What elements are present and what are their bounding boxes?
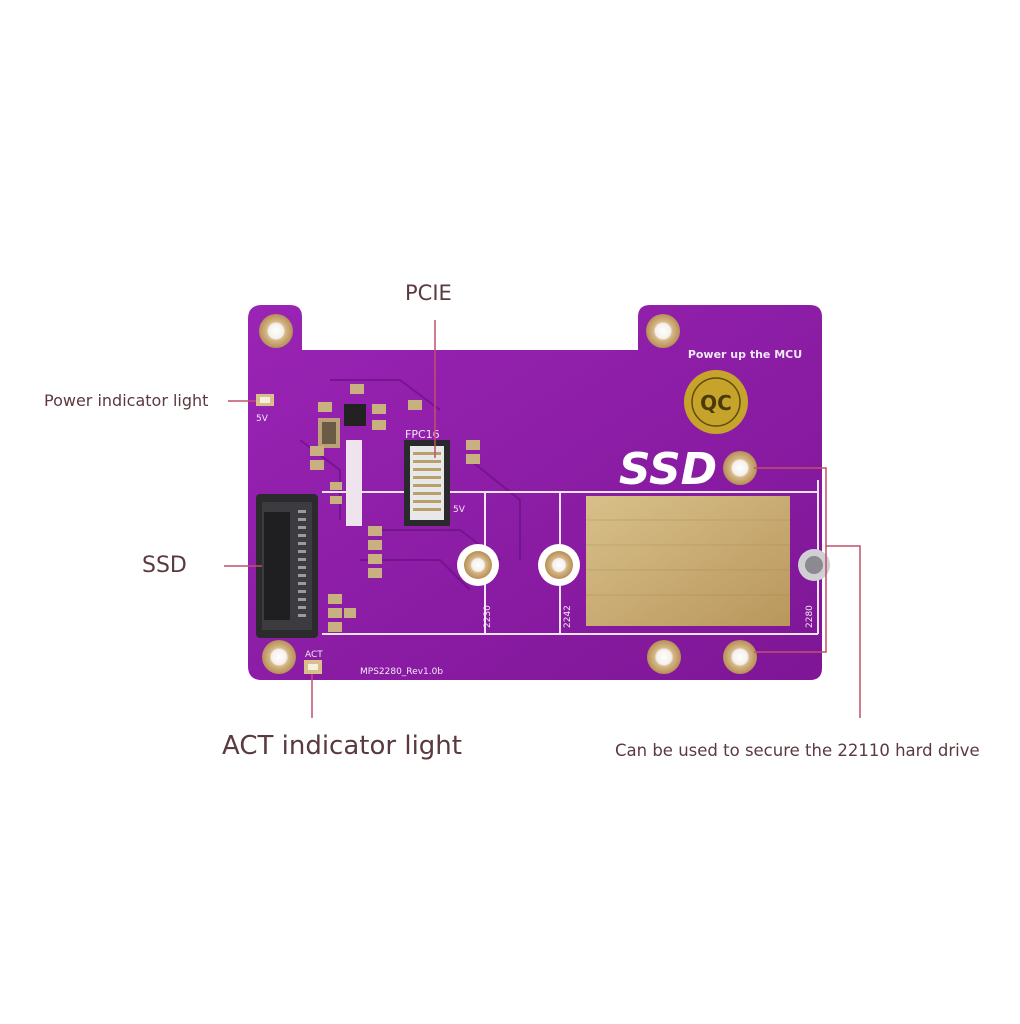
- pcie-callout: PCIE: [405, 281, 452, 305]
- mounting-hole-bottom-left: [262, 640, 296, 674]
- power-led: [256, 394, 274, 406]
- mounting-hole-bottom-right: [723, 640, 757, 674]
- fpc-label: FPC16: [405, 428, 440, 441]
- mounting-holes: [259, 314, 830, 674]
- heatsink-pad: [586, 496, 790, 626]
- m2-connector: [256, 494, 318, 638]
- act-label: ACT: [305, 650, 323, 660]
- slot-2242-label: 2242: [563, 605, 573, 628]
- revision-label: MPS2280_Rev1.0b: [360, 667, 443, 677]
- mounting-hole-top-right: [646, 314, 680, 348]
- fpc-ribbon-slot: [346, 440, 362, 526]
- act-led: [304, 660, 322, 674]
- slot-2280-label: 2280: [805, 605, 815, 628]
- qc-sticker-text: QC: [700, 391, 732, 415]
- callout-lines: [224, 320, 861, 718]
- secure-leader-lower: [754, 546, 827, 653]
- mounting-hole-top-left: [259, 314, 293, 348]
- fpc16-connector: [404, 440, 450, 526]
- mounting-hole-ssd: [723, 451, 757, 485]
- slot-2230-label: 2230: [483, 605, 493, 628]
- fpc-5v-label: 5V: [453, 505, 466, 515]
- secure-22110-callout: Can be used to secure the 22110 hard dri…: [615, 741, 980, 760]
- ssd-callout: SSD: [142, 553, 187, 578]
- act-indicator-callout: ACT indicator light: [222, 731, 462, 761]
- mounting-hole-bottom-mid: [647, 640, 681, 674]
- power-5v-label: 5V: [256, 414, 269, 424]
- power-indicator-callout: Power indicator light: [44, 391, 209, 410]
- ssd-silkscreen: SSD: [619, 444, 717, 495]
- qc-sticker: QC: [684, 370, 748, 434]
- smd-components: [310, 384, 480, 632]
- power-up-text: Power up the MCU: [688, 348, 802, 361]
